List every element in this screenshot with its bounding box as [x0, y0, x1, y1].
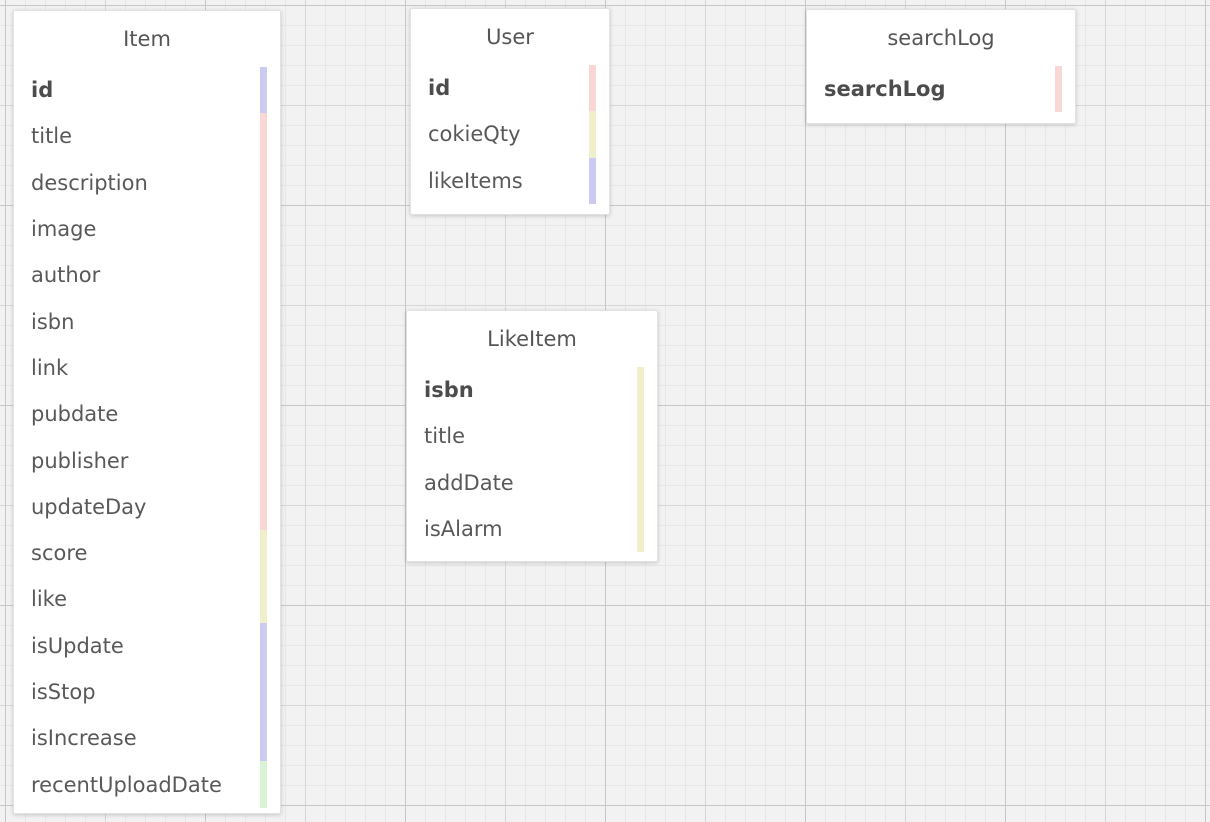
field-type-stripe — [589, 111, 596, 158]
field-row[interactable]: isbn — [407, 367, 657, 414]
field-type-stripe — [260, 344, 267, 392]
field-name: addDate — [424, 470, 514, 495]
field-row[interactable]: like — [14, 576, 280, 623]
field-type-stripe — [260, 205, 267, 253]
field-type-stripe — [260, 113, 267, 160]
entity-title[interactable]: searchLog — [887, 26, 995, 50]
field-name: author — [31, 263, 101, 288]
field-type-stripe — [260, 715, 267, 762]
field-name: likeItems — [428, 168, 523, 193]
field-type-stripe — [260, 622, 267, 669]
field-type-stripe — [260, 391, 267, 438]
field-type-stripe — [260, 529, 267, 577]
field-row[interactable]: cokieQty — [411, 111, 609, 158]
field-type-stripe — [260, 67, 267, 114]
field-type-stripe — [637, 505, 644, 553]
field-type-stripe — [260, 576, 267, 623]
field-type-stripe — [589, 65, 596, 112]
field-row[interactable]: updateDay — [14, 483, 280, 530]
field-type-stripe — [260, 159, 267, 206]
field-type-stripe — [260, 252, 267, 299]
field-row[interactable]: searchLog — [807, 66, 1075, 113]
field-name: link — [31, 355, 69, 380]
field-name: updateDay — [31, 494, 147, 519]
field-name: isAlarm — [424, 517, 503, 542]
entity-card-likeitem[interactable]: LikeItem isbn title addDate isAlarm — [406, 310, 658, 562]
field-row[interactable]: title — [14, 113, 280, 160]
field-name: description — [31, 170, 148, 195]
field-name: isbn — [31, 309, 75, 334]
field-name: cokieQty — [428, 122, 521, 147]
field-row[interactable]: isIncrease — [14, 715, 280, 762]
field-row[interactable]: score — [14, 529, 280, 577]
field-row[interactable]: recentUploadDate — [14, 761, 280, 808]
entity-card-user[interactable]: User id cokieQty likeItems — [410, 8, 610, 215]
field-type-stripe — [260, 298, 267, 345]
entity-title[interactable]: LikeItem — [487, 327, 577, 351]
field-name: recentUploadDate — [31, 772, 222, 797]
field-type-stripe — [637, 413, 644, 460]
entity-card-searchlog[interactable]: searchLog searchLog — [806, 9, 1076, 124]
entity-title[interactable]: User — [486, 25, 534, 49]
field-row[interactable]: addDate — [407, 459, 657, 506]
field-name: title — [424, 424, 466, 449]
entity-title[interactable]: Item — [123, 27, 171, 51]
field-type-stripe — [260, 437, 267, 484]
field-row[interactable]: image — [14, 205, 280, 253]
field-name: publisher — [31, 448, 129, 473]
field-name: isbn — [424, 378, 474, 403]
field-name: title — [31, 124, 73, 149]
field-row[interactable]: id — [14, 67, 280, 114]
field-name: searchLog — [824, 77, 946, 102]
field-type-stripe — [637, 459, 644, 506]
field-name: isStop — [31, 680, 96, 704]
field-row[interactable]: pubdate — [14, 391, 280, 438]
field-row[interactable]: title — [407, 413, 657, 460]
field-type-stripe — [260, 668, 267, 716]
field-row[interactable]: id — [411, 65, 609, 112]
field-name: id — [428, 76, 451, 101]
field-row[interactable]: link — [14, 344, 280, 392]
field-type-stripe — [637, 367, 644, 414]
field-name: id — [31, 78, 54, 103]
field-name: isUpdate — [31, 633, 124, 658]
field-name: score — [31, 541, 88, 566]
field-type-stripe — [260, 761, 267, 808]
field-name: pubdate — [31, 402, 119, 427]
field-row[interactable]: author — [14, 252, 280, 299]
field-name: image — [31, 217, 97, 242]
field-name: isIncrease — [31, 726, 137, 751]
field-row[interactable]: publisher — [14, 437, 280, 484]
field-name: like — [31, 587, 68, 612]
field-row[interactable]: isbn — [14, 298, 280, 345]
field-row[interactable]: isUpdate — [14, 622, 280, 669]
field-row[interactable]: isAlarm — [407, 505, 657, 553]
field-row[interactable]: likeItems — [411, 157, 609, 204]
field-row[interactable]: isStop — [14, 668, 280, 716]
field-type-stripe — [589, 157, 596, 204]
field-type-stripe — [260, 483, 267, 530]
field-row[interactable]: description — [14, 159, 280, 206]
entity-card-item[interactable]: Item id title description image author i… — [13, 10, 281, 814]
field-type-stripe — [1055, 66, 1062, 113]
